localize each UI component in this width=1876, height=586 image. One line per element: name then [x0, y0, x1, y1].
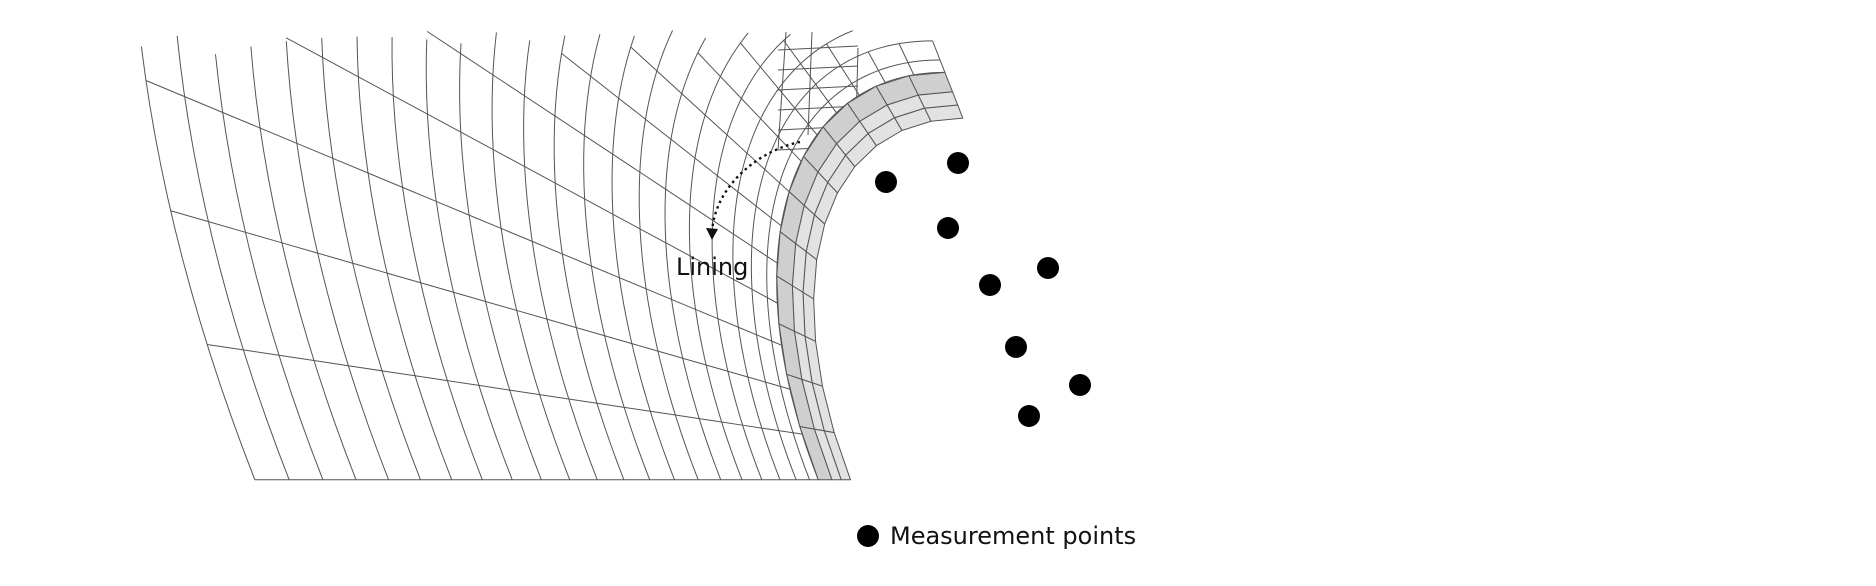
lining-arrow-head [706, 228, 718, 240]
mesh-ring [583, 34, 651, 480]
mesh-ring [391, 37, 483, 480]
mesh-ring [766, 59, 941, 480]
mesh-ray [826, 43, 860, 96]
measurement-point [1005, 336, 1027, 358]
mesh-ray [867, 51, 886, 83]
measurement-point [1037, 257, 1059, 279]
measurement-point [937, 217, 959, 239]
rock-mesh [140, 30, 946, 481]
mesh-top-edge [777, 31, 787, 151]
mesh-ring [664, 37, 722, 480]
measurement-point [1018, 405, 1040, 427]
mesh-ring [321, 37, 421, 480]
mesh-ring [638, 30, 699, 480]
mesh-ring [250, 46, 357, 480]
mesh-ray [170, 210, 791, 390]
mesh-ring [750, 40, 933, 480]
mesh-ring [711, 33, 791, 480]
measurement-point [979, 274, 1001, 296]
mesh-ray [932, 40, 946, 73]
mesh-ray [740, 42, 818, 136]
lining-outer-cell [799, 425, 833, 481]
mesh-ring [553, 35, 625, 480]
mesh-ring [491, 32, 571, 480]
measurement-point [875, 171, 897, 193]
mesh-ring [356, 36, 453, 480]
measurement-point [947, 152, 969, 174]
mesh-ring [140, 46, 256, 480]
legend-label: Measurement points [890, 522, 1136, 550]
mesh-top-line [777, 85, 859, 91]
lining-arrow [710, 140, 801, 233]
measurement-points [875, 152, 1091, 427]
mesh-ray [898, 43, 915, 76]
mesh-top-edge [807, 31, 813, 136]
mesh-ray [426, 30, 778, 264]
legend-point-icon [857, 525, 879, 547]
mesh-ring [523, 40, 598, 480]
mesh-top-line [777, 65, 859, 71]
mesh-ring [688, 32, 749, 480]
mesh-ray [207, 343, 803, 435]
mesh-ring [176, 35, 290, 480]
mesh-ring [732, 30, 853, 480]
mesh-ring [425, 39, 513, 480]
mesh-ring [285, 41, 390, 480]
lining-label: Lining [676, 253, 748, 281]
mesh-ring [214, 54, 324, 480]
measurement-point [1069, 374, 1091, 396]
mesh-ring [611, 35, 675, 480]
mesh-top-line [777, 45, 859, 51]
mesh-ring [459, 43, 542, 480]
lining-mesh [776, 71, 964, 481]
